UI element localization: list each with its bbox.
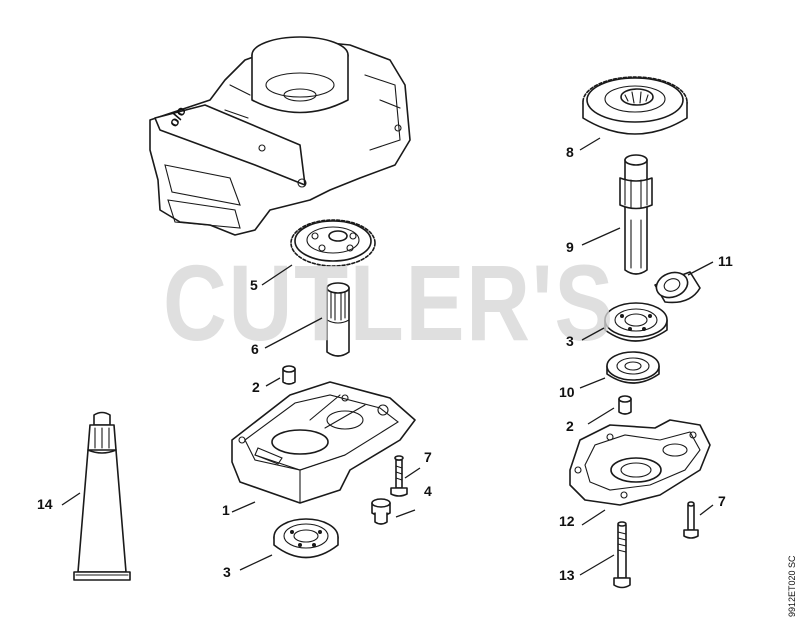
callout-3-right: 3 [566, 333, 574, 349]
shaft-9-illustration [619, 154, 653, 275]
callout-13: 13 [559, 567, 575, 583]
callout-2-right: 2 [566, 418, 574, 434]
callout-2-left: 2 [252, 379, 260, 395]
ball-bearing-lower-left-illustration [273, 518, 339, 559]
gearbox-housing-1-illustration [231, 381, 416, 504]
long-screw-13-illustration [613, 521, 631, 589]
callout-9: 9 [566, 239, 574, 255]
callout-7-left: 7 [424, 449, 432, 465]
gear-5-illustration [290, 219, 376, 267]
gear-housing-illustration: o/o [149, 36, 411, 236]
shaft-6-illustration [326, 282, 350, 357]
ball-bearing-right-illustration [604, 302, 668, 342]
leader-lines [61, 137, 714, 576]
callout-10: 10 [559, 384, 575, 400]
callout-4: 4 [424, 483, 432, 499]
document-reference: 9912ET020 SC [787, 555, 797, 617]
bearing-11-illustration [654, 271, 701, 304]
gear-8-illustration [582, 76, 688, 135]
grease-tube-14-illustration [73, 411, 131, 581]
callout-5: 5 [250, 277, 258, 293]
callout-7-right: 7 [718, 493, 726, 509]
callout-3-left: 3 [223, 564, 231, 580]
callout-6: 6 [251, 341, 259, 357]
screw-7-right-illustration [683, 501, 699, 539]
callout-14: 14 [37, 496, 53, 512]
callout-12: 12 [559, 513, 575, 529]
callout-1: 1 [222, 502, 230, 518]
callout-11: 11 [718, 253, 733, 269]
dowel-pin-right-illustration [618, 395, 632, 415]
dowel-pin-left-illustration [282, 365, 296, 385]
callout-8: 8 [566, 144, 574, 160]
callouts: 1 2 2 3 3 4 5 6 7 7 8 9 10 11 12 13 14 [37, 144, 733, 583]
watermark-text: CUTLER'S [163, 242, 615, 363]
bearing-10-illustration [606, 351, 660, 384]
screw-7-left-illustration [390, 455, 408, 497]
cover-12-illustration [569, 419, 711, 506]
plug-screw-4-illustration [371, 498, 391, 525]
